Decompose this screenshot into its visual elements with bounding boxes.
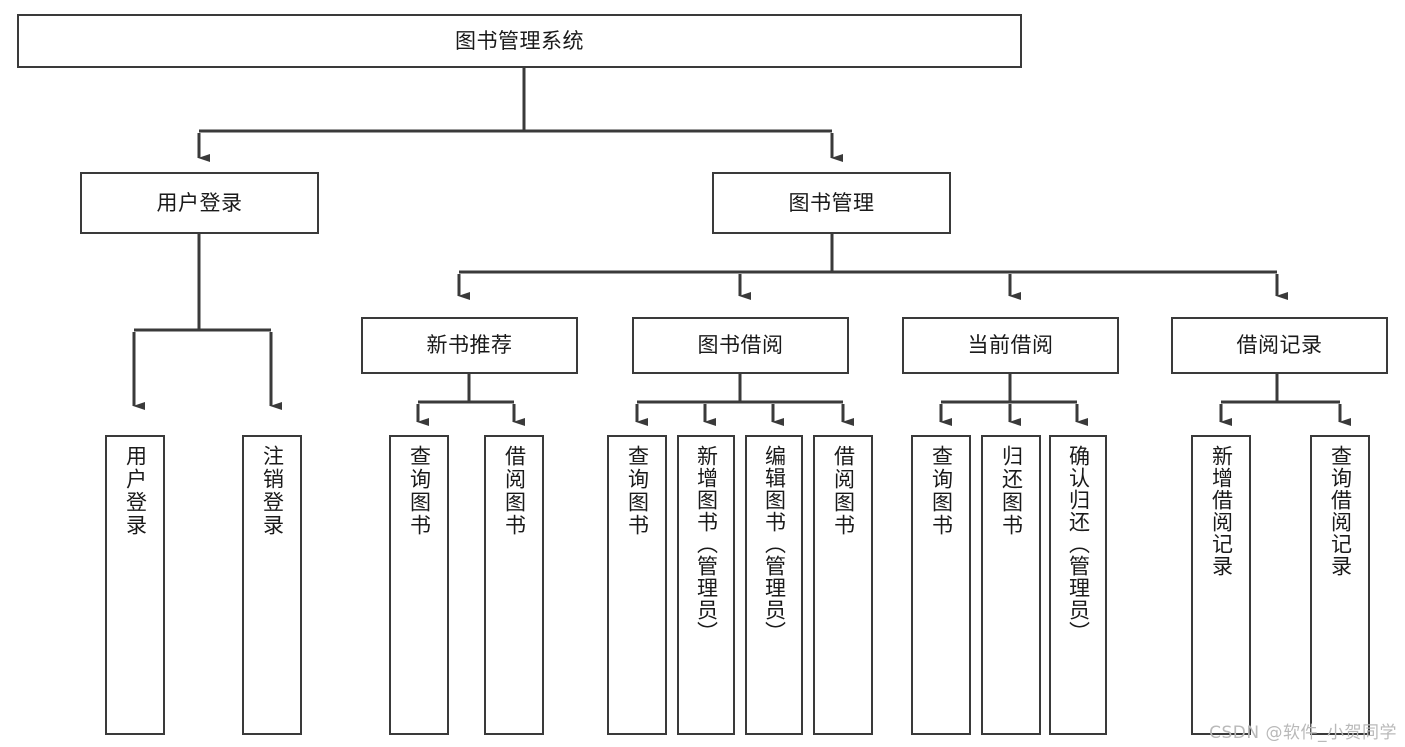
node-label: 借阅记录 (1236, 333, 1323, 358)
node-label: 编辑图书（管理员） (762, 445, 787, 643)
node-leaf-add-book[interactable]: 新增图书（管理员） (677, 435, 735, 735)
node-leaf-user-login[interactable]: 用户登录 (105, 435, 165, 735)
watermark-text: CSDN @软件_小贺同学 (1209, 723, 1397, 743)
node-label: 查询借阅记录 (1328, 445, 1353, 577)
node-leaf-query-book-2[interactable]: 查询图书 (607, 435, 667, 735)
node-leaf-borrow-book-2[interactable]: 借阅图书 (813, 435, 873, 735)
node-book-borrow[interactable]: 图书借阅 (632, 317, 849, 374)
node-new-book-recommend[interactable]: 新书推荐 (361, 317, 578, 374)
node-leaf-query-book-1[interactable]: 查询图书 (389, 435, 449, 735)
node-label: 注销登录 (260, 445, 285, 537)
node-leaf-logout[interactable]: 注销登录 (242, 435, 302, 735)
node-root-system[interactable]: 图书管理系统 (17, 14, 1022, 68)
node-leaf-query-record[interactable]: 查询借阅记录 (1310, 435, 1370, 735)
node-leaf-edit-book[interactable]: 编辑图书（管理员） (745, 435, 803, 735)
node-label: 当前借阅 (967, 333, 1054, 358)
node-label: 查询图书 (407, 445, 432, 537)
node-label: 用户登录 (156, 190, 243, 215)
node-label: 用户登录 (123, 445, 148, 537)
node-label: 新增图书（管理员） (694, 445, 719, 643)
node-label: 查询图书 (929, 445, 954, 537)
node-label: 新书推荐 (426, 333, 513, 358)
node-borrow-record[interactable]: 借阅记录 (1171, 317, 1388, 374)
node-label: 归还图书 (999, 445, 1024, 537)
node-user-login[interactable]: 用户登录 (80, 172, 319, 234)
node-label: 确认归还（管理员） (1066, 445, 1091, 643)
node-leaf-add-record[interactable]: 新增借阅记录 (1191, 435, 1251, 735)
node-label: 图书管理 (788, 190, 875, 215)
node-label: 图书借阅 (697, 333, 784, 358)
node-current-borrow[interactable]: 当前借阅 (902, 317, 1119, 374)
node-leaf-query-book-3[interactable]: 查询图书 (911, 435, 971, 735)
node-leaf-borrow-book-1[interactable]: 借阅图书 (484, 435, 544, 735)
node-leaf-confirm-return[interactable]: 确认归还（管理员） (1049, 435, 1107, 735)
node-label: 借阅图书 (502, 445, 527, 537)
node-book-management[interactable]: 图书管理 (712, 172, 951, 234)
node-label: 新增借阅记录 (1209, 445, 1234, 577)
node-label: 查询图书 (625, 445, 650, 537)
node-label: 借阅图书 (831, 445, 856, 537)
node-leaf-return-book[interactable]: 归还图书 (981, 435, 1041, 735)
node-label: 图书管理系统 (455, 28, 584, 53)
